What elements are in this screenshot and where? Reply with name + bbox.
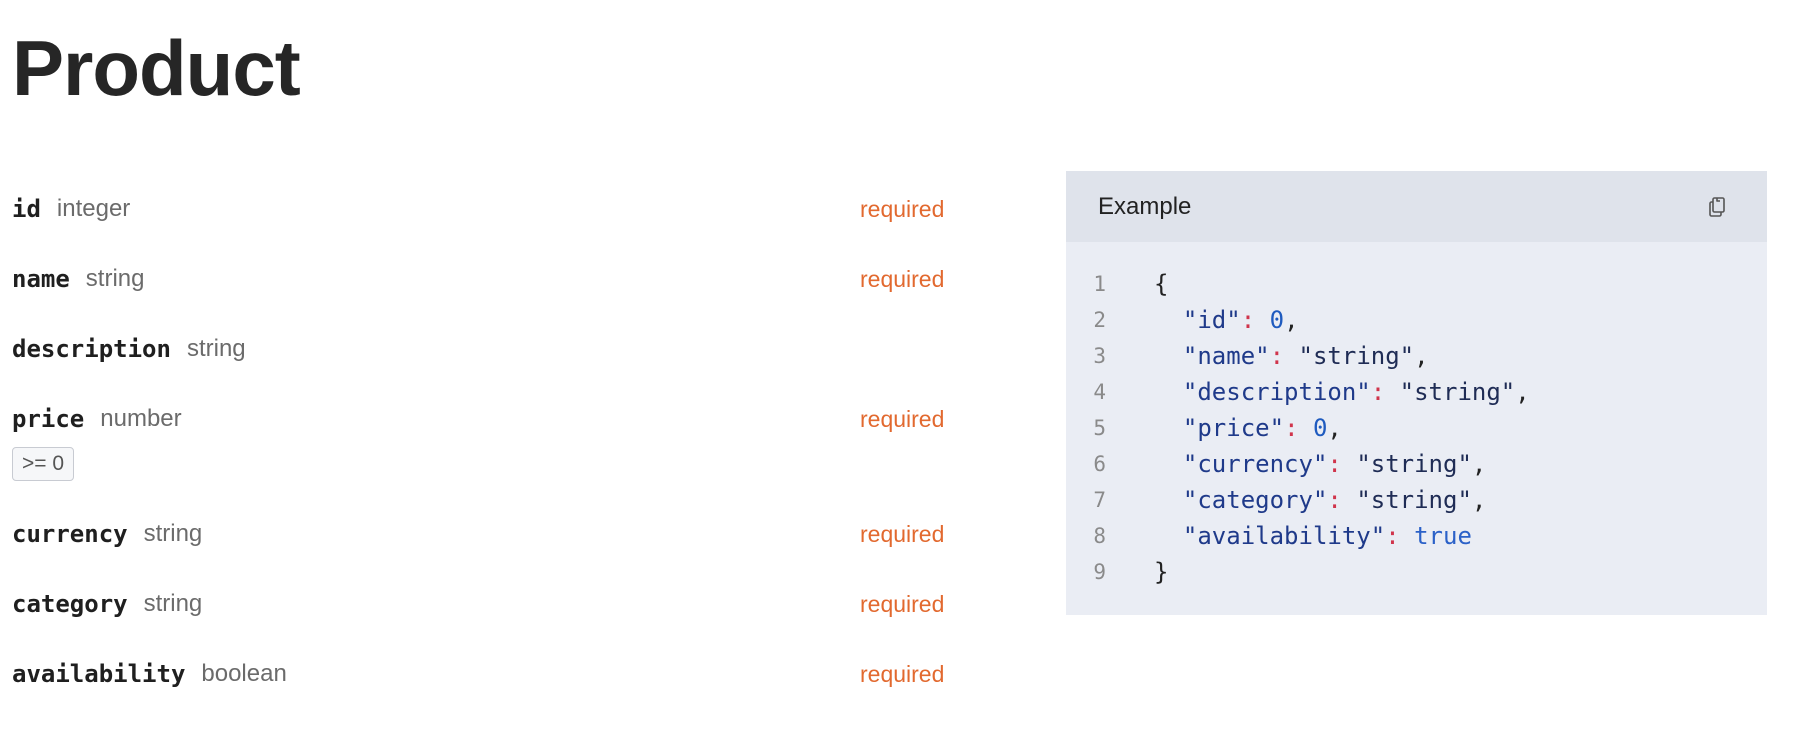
line-number: 6 [1093, 452, 1106, 476]
field-name: availability [12, 660, 186, 688]
required-label: required [860, 660, 945, 687]
json-colon: : [1370, 378, 1386, 406]
json-brace: { [1154, 270, 1169, 298]
json-key: "currency" [1182, 450, 1328, 478]
field-name: name [12, 265, 70, 293]
field-type: string [143, 520, 203, 547]
field-row-description: description string [12, 331, 952, 367]
json-value: 0 [1269, 306, 1285, 334]
line-number: 8 [1093, 524, 1106, 548]
example-panel: Example 1{ 2 "id": 0, 3 "name": "string"… [1066, 171, 1767, 615]
code-block: 1{ 2 "id": 0, 3 "name": "string", 4 "des… [1066, 266, 1530, 590]
json-key: "name" [1182, 342, 1270, 370]
json-value: true [1414, 522, 1472, 550]
json-colon: : [1269, 342, 1285, 370]
json-value: "string" [1298, 342, 1415, 370]
line-number: 4 [1093, 380, 1106, 404]
json-colon: : [1284, 414, 1299, 442]
json-key: "availability" [1182, 522, 1386, 550]
field-name: category [12, 590, 128, 618]
required-label: required [860, 405, 945, 432]
example-header: Example [1066, 171, 1767, 242]
field-name: price [12, 405, 85, 433]
json-comma: , [1284, 306, 1299, 334]
code-line: 3 "name": "string", [1066, 338, 1530, 374]
json-colon: : [1240, 306, 1256, 334]
json-value: "string" [1399, 378, 1516, 406]
line-number: 1 [1093, 272, 1106, 296]
json-colon: : [1385, 522, 1400, 550]
copy-icon[interactable] [1705, 195, 1729, 219]
field-type: boolean [201, 660, 287, 687]
line-number: 9 [1093, 560, 1106, 584]
json-value: "string" [1356, 486, 1472, 514]
required-label: required [860, 520, 945, 547]
code-line: 6 "currency": "string", [1066, 446, 1530, 482]
code-line: 8 "availability": true [1066, 518, 1530, 554]
json-value: "string" [1356, 450, 1472, 478]
json-value: 0 [1312, 414, 1328, 442]
code-line: 1{ [1066, 266, 1530, 302]
field-row-currency: currency string required [12, 516, 952, 552]
json-key: "description" [1182, 378, 1371, 406]
line-number: 7 [1093, 488, 1106, 512]
json-brace: } [1154, 558, 1169, 586]
required-label: required [860, 590, 945, 617]
field-type: integer [56, 195, 131, 222]
line-number: 5 [1093, 416, 1106, 440]
json-key: "price" [1182, 414, 1285, 442]
page-title: Product [12, 24, 301, 112]
json-comma: , [1471, 450, 1487, 478]
field-name: description [12, 335, 171, 363]
code-line: 2 "id": 0, [1066, 302, 1530, 338]
field-type: string [85, 265, 145, 292]
code-line: 9} [1066, 554, 1530, 590]
field-type: string [143, 590, 203, 617]
field-row-availability: availability boolean required [12, 656, 952, 692]
field-name: id [12, 195, 41, 223]
json-colon: : [1327, 450, 1342, 478]
json-comma: , [1471, 486, 1487, 514]
required-label: required [860, 195, 945, 222]
constraint-badge: >= 0 [12, 447, 75, 481]
json-colon: : [1327, 486, 1342, 514]
json-key: "category" [1182, 486, 1328, 514]
required-label: required [860, 265, 945, 292]
field-type: number [100, 405, 182, 432]
line-number: 3 [1093, 344, 1106, 368]
field-type: string [186, 335, 246, 362]
field-row-name: name string required [12, 261, 952, 297]
code-line: 7 "category": "string", [1066, 482, 1530, 518]
json-comma: , [1414, 342, 1429, 370]
field-name: currency [12, 520, 128, 548]
json-key: "id" [1182, 306, 1241, 334]
example-title: Example [1098, 192, 1192, 220]
json-comma: , [1327, 414, 1342, 442]
code-line: 5 "price": 0, [1066, 410, 1530, 446]
field-row-id: id integer required [12, 191, 952, 227]
field-row-price: price number required >= 0 [12, 401, 952, 481]
json-comma: , [1515, 378, 1530, 406]
code-line: 4 "description": "string", [1066, 374, 1530, 410]
line-number: 2 [1093, 308, 1106, 332]
field-row-category: category string required [12, 586, 952, 622]
